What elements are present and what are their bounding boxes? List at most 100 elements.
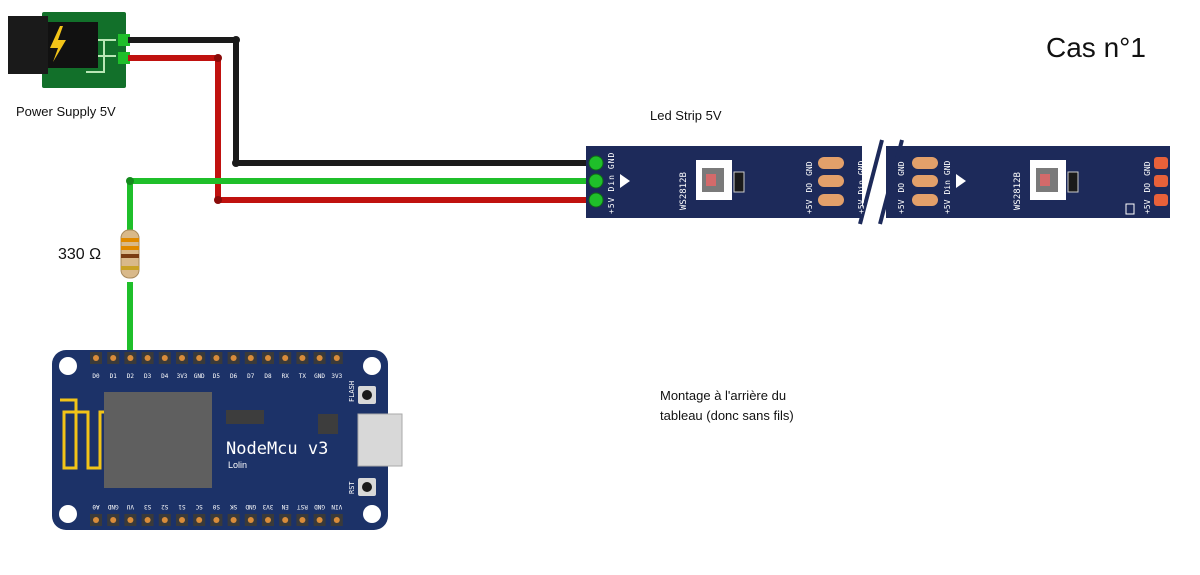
top-pin-contact	[110, 355, 117, 361]
top-pin-contact	[93, 355, 99, 361]
led-1-emitter	[706, 174, 716, 186]
mounting-note: Montage à l'arrière du tableau (donc san…	[660, 386, 794, 426]
strip-pad-5v-in	[588, 192, 604, 208]
top-pin-label: D4	[161, 373, 169, 380]
resistor-band-2	[121, 246, 139, 250]
bottom-pin-label: 3V3	[262, 503, 273, 510]
led-strip-label: Led Strip 5V	[650, 108, 722, 123]
mount-hole-tl	[59, 357, 77, 375]
flash-button[interactable]	[362, 390, 372, 400]
diagram-title: Cas n°1	[1046, 32, 1146, 63]
data-direction-arrow-1	[620, 174, 630, 188]
bottom-pin-label: GND	[314, 503, 325, 510]
top-pin-label: D0	[92, 373, 100, 380]
top-pin-contact	[127, 355, 134, 361]
bottom-pin-label: SK	[230, 503, 238, 510]
top-pin-contact	[265, 355, 271, 361]
capacitor-2	[1067, 171, 1079, 193]
strip-pin-labels-in-2a: +5VDinGND	[857, 160, 866, 214]
bottom-pin-contact	[230, 517, 237, 523]
bottom-pin-contact	[161, 517, 168, 523]
top-pin-contact	[230, 355, 237, 361]
top-pin-contact	[196, 355, 203, 361]
power-supply-traces	[86, 39, 116, 73]
top-pin-label: D6	[230, 373, 238, 380]
cut-pad-do-2	[912, 175, 938, 187]
bottom-pin-contact	[316, 517, 323, 523]
mount-hole-tr	[363, 357, 381, 375]
bottom-pin-contact	[299, 517, 306, 523]
chip-label-2: WS2812B	[1013, 172, 1023, 210]
top-pin-label: D3	[144, 373, 152, 380]
bottom-pin-label: S3	[144, 503, 152, 510]
strip-pin-labels-in: +5VDinGND	[607, 152, 616, 214]
top-pin-label: RX	[282, 373, 290, 380]
bottom-pin-label: S2	[161, 503, 169, 510]
nodemcu-name: NodeMcu v3	[226, 439, 328, 459]
top-pin-label: 3V3	[331, 373, 342, 380]
end-pad-gnd	[1154, 157, 1168, 169]
cut-pad-5v-2	[912, 194, 938, 206]
bottom-pin-label: EN	[281, 503, 289, 510]
top-pin-label: TX	[299, 373, 307, 380]
resistor-330	[120, 229, 140, 279]
data-direction-arrow-2	[956, 174, 966, 188]
bottom-pin-label: SC	[195, 503, 203, 510]
wire-bend-gnd-2	[232, 159, 240, 167]
top-pin-label: D8	[264, 373, 272, 380]
bottom-pin-label: S0	[212, 503, 220, 510]
cut-pad-gnd-2	[912, 157, 938, 169]
top-pin-contact	[333, 355, 340, 361]
bottom-pin-contact	[110, 517, 117, 523]
top-pin-contact	[247, 355, 254, 361]
cut-pad-5v-1	[818, 194, 844, 206]
strip-pin-labels-out-end: +5VDOGND	[1143, 161, 1152, 214]
power-supply-5v-terminal	[118, 52, 130, 64]
bottom-pin-label: GND	[107, 503, 118, 510]
wire-bend-5v-2	[214, 196, 222, 204]
led-2-emitter	[1040, 174, 1050, 186]
bottom-pin-contact	[196, 517, 203, 523]
esp8266-module	[104, 392, 212, 488]
lightning-icon	[50, 26, 66, 62]
mount-hole-bl	[59, 505, 77, 523]
bottom-pin-contact	[333, 517, 340, 523]
resistor-band-4	[121, 266, 139, 270]
top-pin-contact	[299, 355, 306, 361]
strip-pad-gnd-in	[588, 155, 604, 171]
bottom-pin-label: S1	[178, 503, 186, 510]
strip-break-mark-2	[878, 139, 904, 225]
bottom-pin-contact	[265, 517, 271, 523]
bottom-pin-contact	[247, 517, 254, 523]
power-supply-gnd-terminal	[118, 34, 130, 46]
top-pin-contact	[144, 355, 151, 361]
mounting-note-line1: Montage à l'arrière du	[660, 388, 787, 403]
end-pad-5v	[1154, 194, 1168, 206]
wire-bend-5v-1	[214, 54, 222, 62]
bottom-pin-contact	[282, 517, 289, 523]
top-pin-contact	[179, 355, 185, 361]
nodemcu-maker: Lolin	[228, 460, 247, 470]
wifi-antenna-trace	[60, 398, 104, 470]
mount-hole-br	[363, 505, 381, 523]
strip-pin-labels-out-1: +5VDOGND	[805, 161, 814, 214]
top-pin-contact	[161, 355, 168, 361]
top-pin-label: D2	[127, 373, 135, 380]
power-supply	[8, 12, 130, 88]
top-pin-contact	[213, 355, 220, 361]
bottom-pin-contact	[179, 517, 185, 523]
bottom-pin-label: VU	[126, 503, 134, 510]
wire-gnd-black	[128, 37, 598, 166]
chip-label-1: WS2812B	[679, 172, 689, 210]
mounting-note-line2: tableau (donc sans fils)	[660, 408, 794, 423]
strip-pin-labels-out-2: +5VDOGND	[897, 161, 906, 214]
rst-button[interactable]	[362, 482, 372, 492]
bottom-pin-contact	[127, 517, 134, 523]
top-pin-label: D5	[213, 373, 221, 380]
wire-5v-red	[128, 55, 598, 203]
strip-pad-din	[588, 173, 604, 189]
end-pad-do	[1154, 175, 1168, 187]
